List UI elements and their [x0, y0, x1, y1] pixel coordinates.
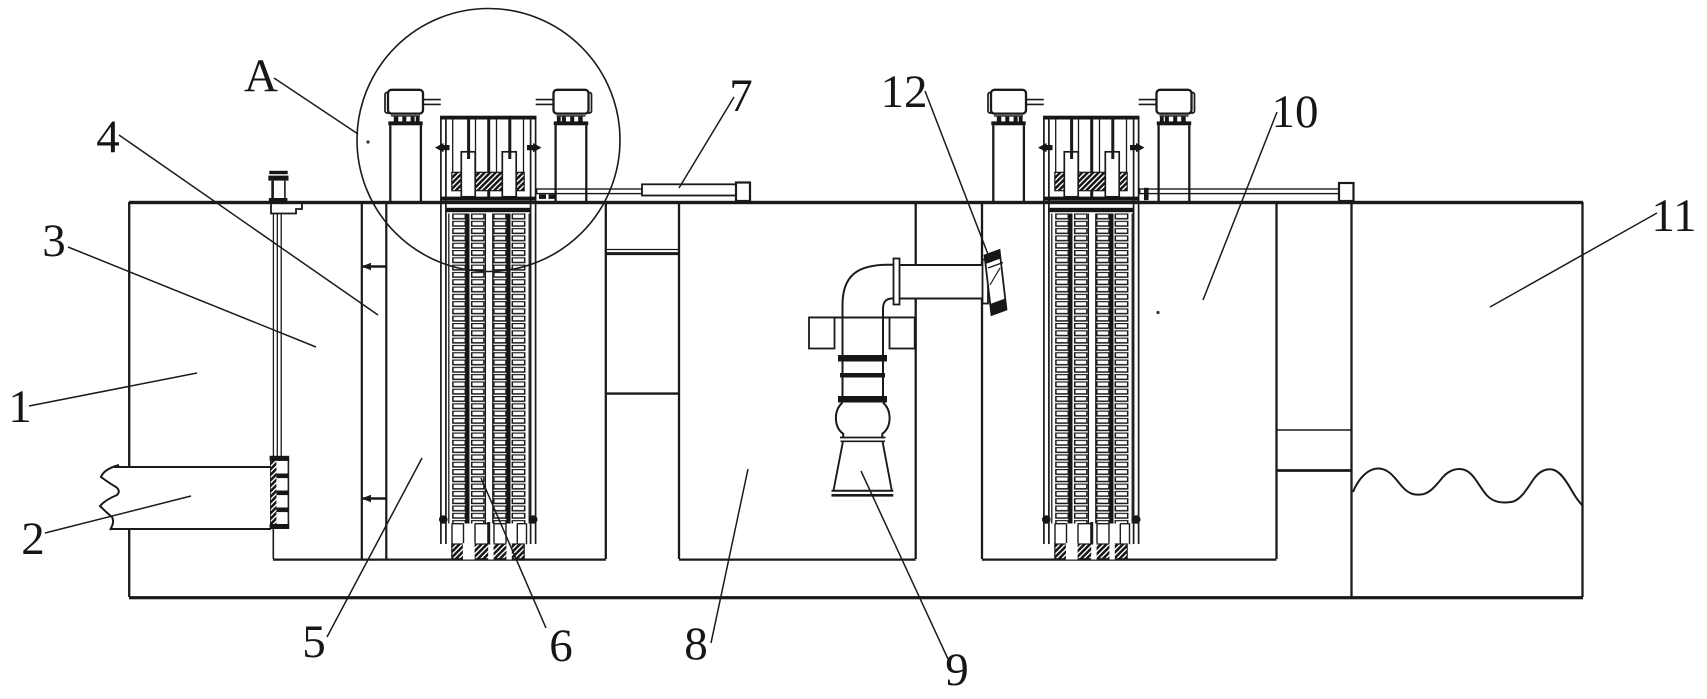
svg-text:6: 6 — [549, 620, 573, 672]
svg-text:4: 4 — [96, 111, 120, 163]
svg-text:12: 12 — [881, 66, 928, 118]
svg-text:7: 7 — [729, 70, 753, 122]
svg-text:5: 5 — [302, 616, 326, 668]
svg-text:9: 9 — [945, 644, 969, 696]
svg-text:2: 2 — [21, 513, 45, 565]
svg-text:10: 10 — [1272, 86, 1319, 138]
svg-text:1: 1 — [8, 381, 32, 433]
svg-text:8: 8 — [684, 618, 708, 670]
svg-text:11: 11 — [1651, 190, 1696, 242]
svg-text:A: A — [244, 50, 278, 102]
svg-text:3: 3 — [42, 215, 66, 267]
